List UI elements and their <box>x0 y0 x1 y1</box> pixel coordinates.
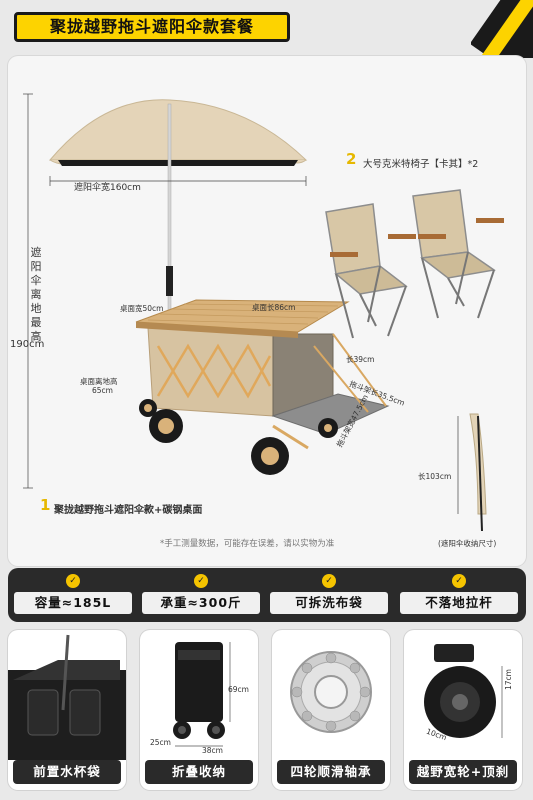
tile-caption: 越野宽轮+顶刹 <box>409 760 517 784</box>
feature-load: ✓ 承重≈300斤 <box>142 574 260 616</box>
umbrella-height-label: 遮阳伞离地最高 <box>30 246 42 343</box>
chair-illustration-1 <box>325 203 416 339</box>
tail-rack <box>271 393 390 435</box>
item-2-label: 大号克米特椅子【卡其】*2 <box>363 159 479 170</box>
feature-label: 不落地拉杆 <box>400 592 518 614</box>
umbrella-folded-length-label: 长103cm <box>418 472 452 481</box>
item-2-number: 2 <box>346 150 357 168</box>
wagon-body <box>147 327 274 417</box>
tile-cup-bag: 前置水杯袋 <box>8 630 126 790</box>
table-height-value: 65cm <box>92 386 113 395</box>
tail-length-label: 长39cm <box>346 355 375 364</box>
feature-handle: ✓ 不落地拉杆 <box>400 574 518 616</box>
item-1-label: 聚拢越野拖斗遮阳伞款+碳钢桌面 <box>54 505 203 516</box>
check-badge-icon: ✓ <box>66 574 80 588</box>
tile-folding: 69cm 25cm 38cm 折叠收纳 <box>140 630 258 790</box>
product-illustration <box>23 93 504 532</box>
fold-depth-label: 25cm <box>150 738 171 747</box>
cup-bag-image <box>8 634 126 760</box>
feature-label: 容量≈185L <box>14 592 132 614</box>
tile-wheel: 17cm 10cm 越野宽轮+顶刹 <box>404 630 522 790</box>
feature-label: 可拆洗布袋 <box>270 592 388 614</box>
table-width-label: 桌面宽50cm <box>120 304 164 313</box>
feature-label: 承重≈300斤 <box>142 592 260 614</box>
umbrella-canopy <box>48 99 308 161</box>
disclaimer-note: *手工测量数据，可能存在误差，请以实物为准 <box>160 539 335 549</box>
check-badge-icon: ✓ <box>452 574 466 588</box>
wheel-image <box>424 644 503 738</box>
item-1-number: 1 <box>40 496 51 514</box>
table-length-label: 桌面长86cm <box>252 303 296 312</box>
wagon-wheels <box>139 399 338 475</box>
bearing-image <box>290 651 372 733</box>
check-badge-icon: ✓ <box>194 574 208 588</box>
tile-caption: 四轮顺滑轴承 <box>277 760 385 784</box>
header-banner: 聚拢越野拖斗遮阳伞款套餐 <box>14 12 290 42</box>
tile-caption: 前置水杯袋 <box>13 760 121 784</box>
umbrella-height-value: 190cm <box>10 339 45 350</box>
feature-capacity: ✓ 容量≈185L <box>14 574 132 616</box>
product-card: 遮阳伞宽160cm 遮阳伞离地最高 190cm 桌面宽50cm 桌面长86cm … <box>8 56 526 566</box>
umbrella-width-label: 遮阳伞宽160cm <box>74 183 141 193</box>
wheel-height-label: 17cm <box>504 669 513 690</box>
umbrella-folded-note: (遮阳伞收纳尺寸) <box>438 539 497 548</box>
folding-image <box>173 642 231 747</box>
table-height-label: 桌面离地高 <box>80 377 118 386</box>
tile-bearing: 四轮顺滑轴承 <box>272 630 390 790</box>
corner-decoration <box>471 0 533 58</box>
chair-illustration-2 <box>412 189 504 319</box>
fold-width-label: 38cm <box>202 746 223 755</box>
features-bar: ✓ 容量≈185L ✓ 承重≈300斤 ✓ 可拆洗布袋 ✓ 不落地拉杆 <box>8 568 526 622</box>
fold-height-label: 69cm <box>228 685 249 694</box>
tile-caption: 折叠收纳 <box>145 760 253 784</box>
folded-umbrella-illustration <box>457 413 487 532</box>
check-badge-icon: ✓ <box>322 574 336 588</box>
feature-washable: ✓ 可拆洗布袋 <box>270 574 388 616</box>
page-title: 聚拢越野拖斗遮阳伞款套餐 <box>49 17 254 36</box>
